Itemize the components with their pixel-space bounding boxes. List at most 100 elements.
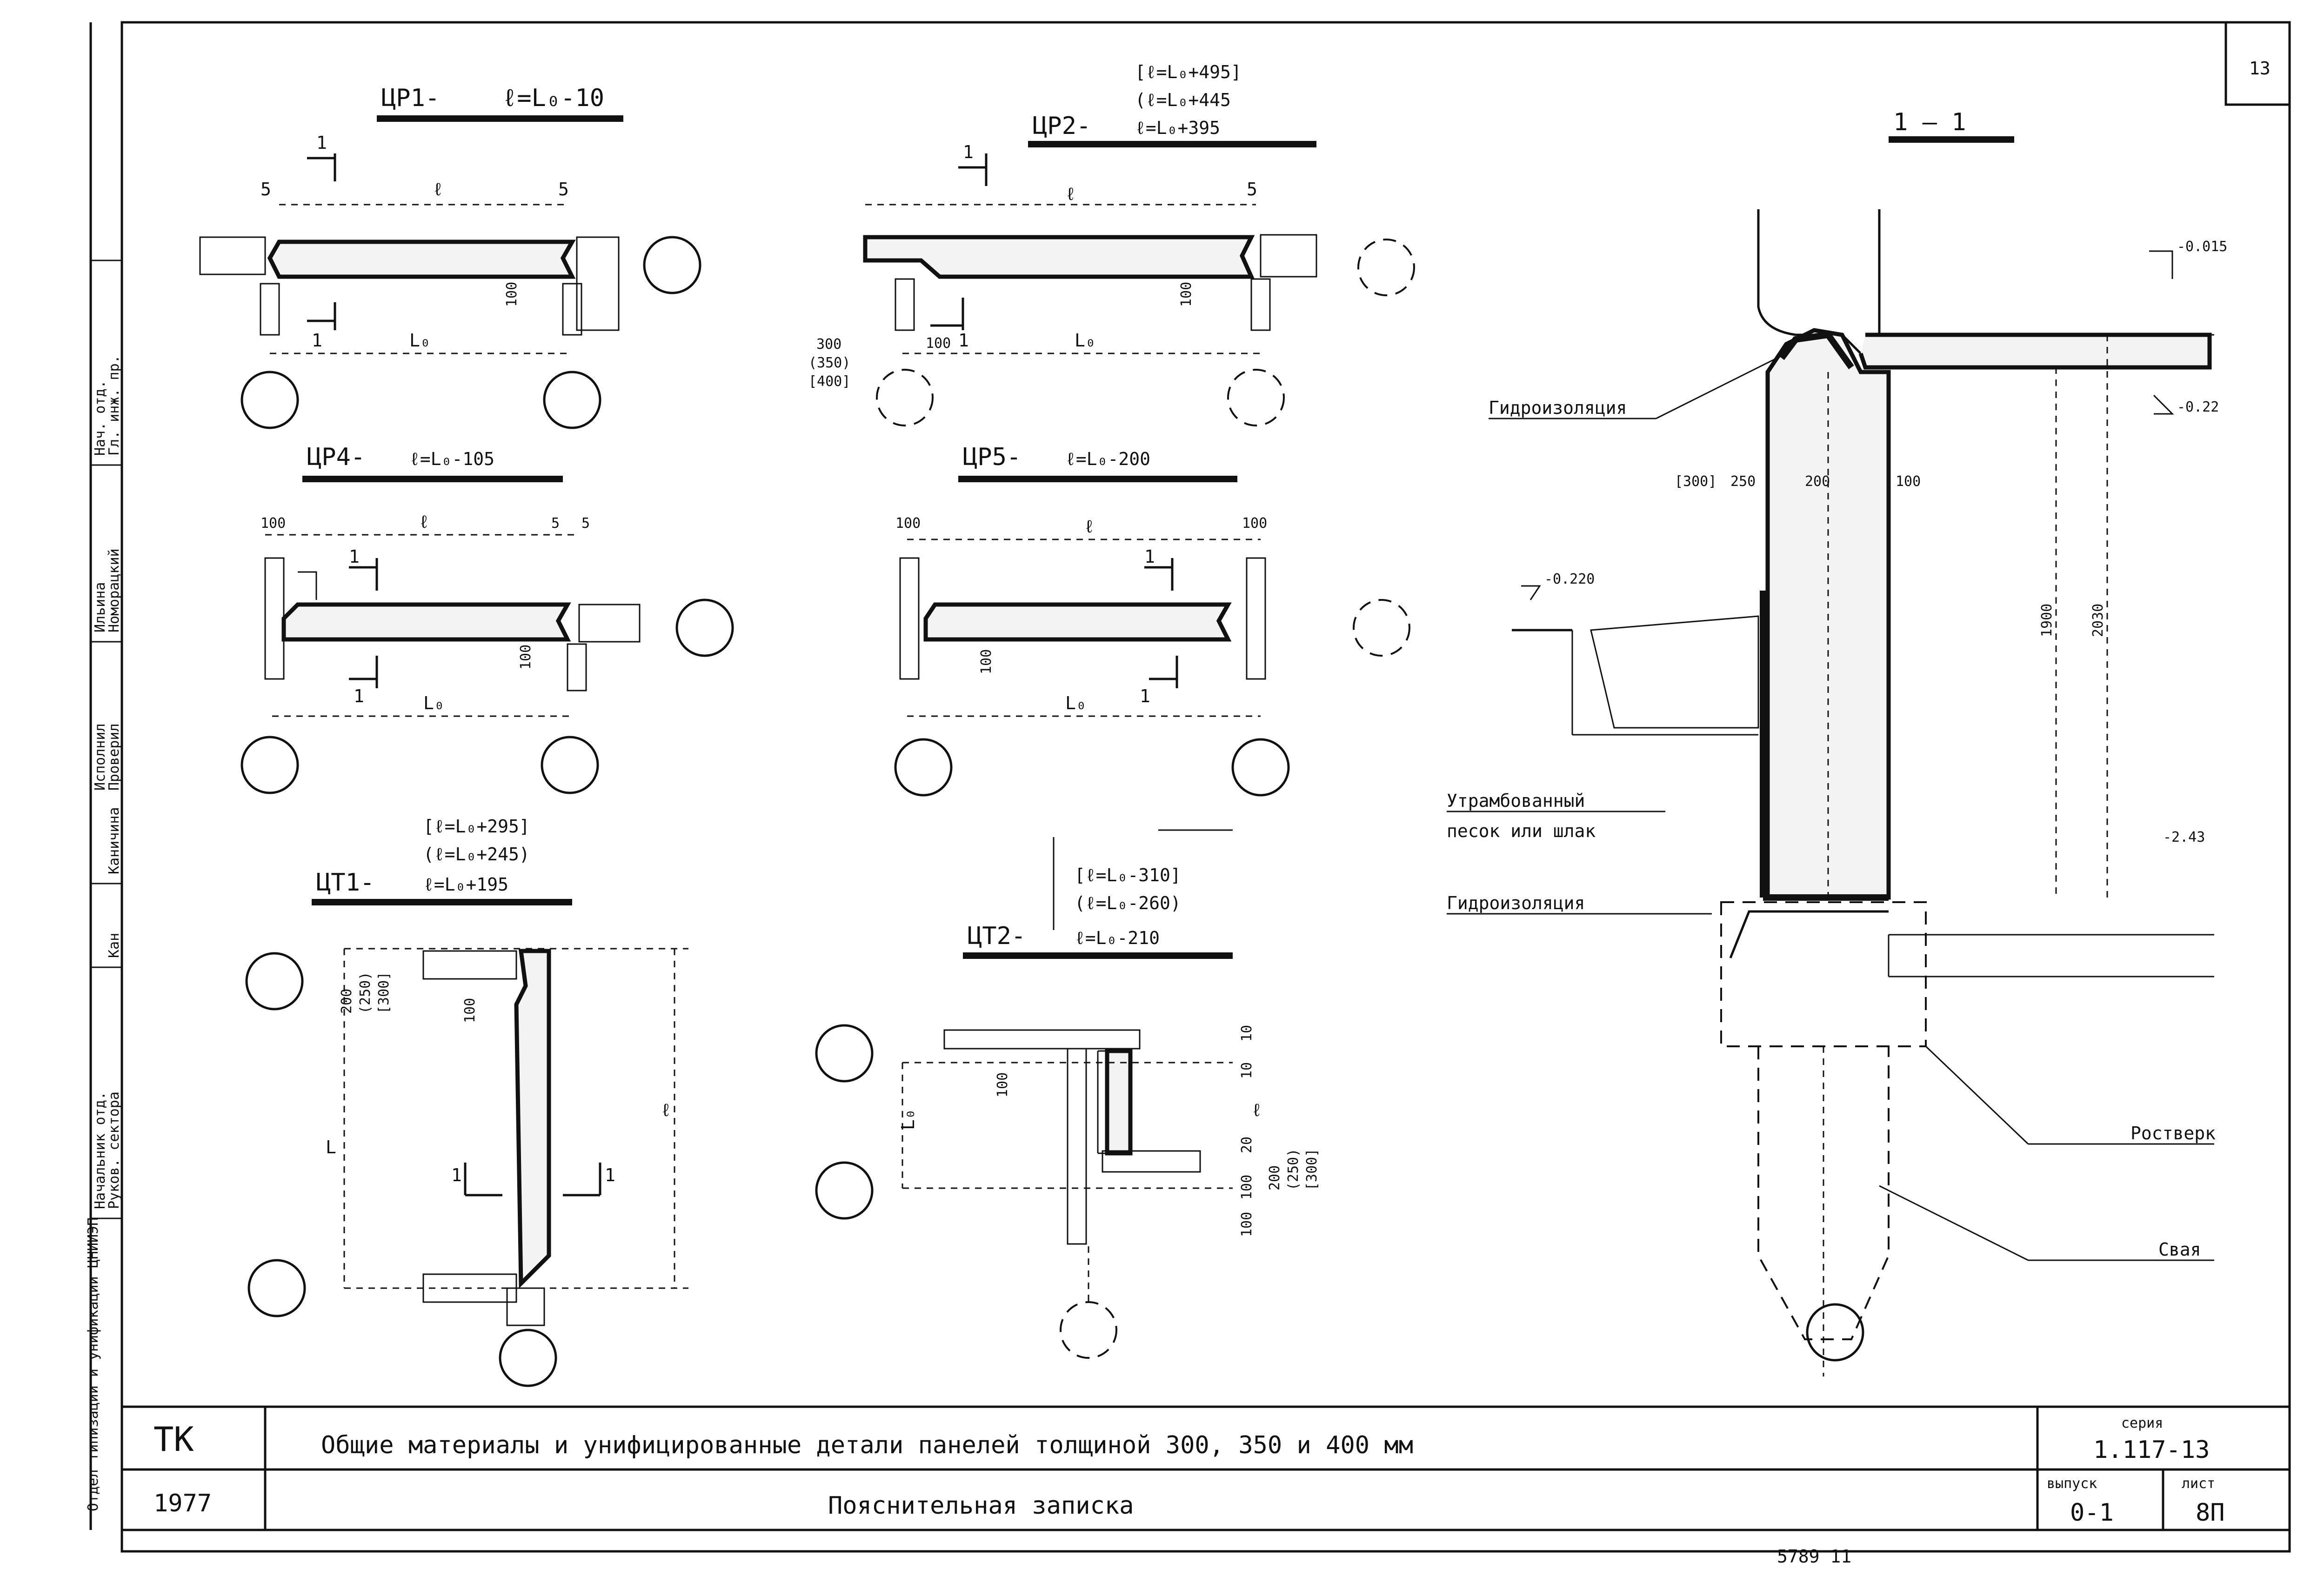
cr1-formula: ℓ=L₀-10: [502, 84, 604, 112]
axis-bubble: [1357, 239, 1415, 296]
svg-text:Гидроизоляция: Гидроизоляция: [1447, 893, 1585, 913]
svg-text:-0.015: -0.015: [2177, 239, 2227, 255]
side-stamp-name-1: Ильина: [92, 582, 108, 632]
svg-text:Утрамбованный: Утрамбованный: [1447, 791, 1585, 811]
svg-text:[ℓ=L₀+295]: [ℓ=L₀+295]: [423, 816, 530, 837]
svg-text:-2.43: -2.43: [2163, 829, 2205, 845]
svg-text:ℓ=L₀+395: ℓ=L₀+395: [1135, 118, 1220, 138]
ct1-panel: [514, 949, 551, 1289]
svg-text:100: 100: [462, 998, 478, 1023]
svg-text:1: 1: [354, 686, 364, 706]
svg-text:ℓ: ℓ: [433, 179, 443, 199]
detail-ct2: [ℓ=L₀-310] (ℓ=L₀-260) ЦТ2- ℓ=L₀-210 L₀ 1…: [815, 829, 1320, 1359]
svg-text:[ℓ=L₀+495]: [ℓ=L₀+495]: [1135, 62, 1242, 82]
svg-text:20: 20: [1239, 1137, 1255, 1153]
svg-text:ℓ=L₀-105: ℓ=L₀-105: [409, 449, 494, 469]
svg-text:1: 1: [605, 1165, 615, 1185]
svg-text:200: 200: [1805, 473, 1830, 490]
cr2-panel: [863, 235, 1255, 279]
axis-bubble: [247, 1259, 306, 1317]
sheet-value: 8П: [2196, 1499, 2225, 1527]
code-label: ТК: [154, 1420, 194, 1459]
svg-text:1: 1: [451, 1165, 462, 1185]
floor-slab: [1858, 332, 2212, 370]
svg-text:100: 100: [1896, 473, 1921, 490]
svg-text:(ℓ=L₀+245): (ℓ=L₀+245): [423, 844, 530, 864]
axis-bubble: [675, 598, 734, 657]
svg-text:L₀: L₀: [1075, 330, 1096, 351]
svg-text:250: 250: [1730, 473, 1756, 490]
axis-bubble: [894, 738, 953, 797]
title-main: Общие материалы и унифицированные детали…: [321, 1431, 1413, 1459]
series-value: 1.117-13: [2093, 1436, 2210, 1464]
axis-bubble: [876, 369, 934, 426]
svg-text:ЦР5-: ЦР5-: [963, 443, 1021, 471]
svg-text:ℓ: ℓ: [419, 512, 429, 532]
side-stamp: Нач. отд. Гл. инж. пр. Исполнил Проверил…: [85, 259, 122, 1511]
svg-text:L: L: [326, 1137, 336, 1157]
side-stamp-row-4: Проверил: [106, 724, 122, 791]
svg-text:100: 100: [504, 282, 520, 307]
svg-text:ℓ: ℓ: [1084, 516, 1095, 537]
title-block: ТК 1977 Общие материалы и унифицированны…: [122, 1405, 2290, 1531]
axis-bubble: [541, 736, 599, 794]
svg-text:ℓ=L₀+195: ℓ=L₀+195: [423, 874, 508, 895]
side-stamp-name-2: Номорацкий: [106, 548, 122, 632]
sheet-number-box: [2224, 22, 2290, 106]
axis-bubble: [1353, 599, 1410, 657]
svg-text:Свая: Свая: [2158, 1239, 2201, 1260]
svg-text:[300]: [300]: [376, 972, 392, 1014]
axis-bubble: [245, 952, 304, 1011]
svg-text:1: 1: [1144, 546, 1155, 567]
svg-text:1900: 1900: [2039, 604, 2055, 637]
detail-ct1: [ℓ=L₀+295] (ℓ=L₀+245) ЦТ1- ℓ=L₀+195 ℓ L …: [245, 816, 688, 1387]
side-stamp-org: Отдел типизации и унификации ЦНИИЭП: [85, 1217, 101, 1511]
svg-text:ЦР4-: ЦР4-: [307, 443, 365, 471]
section-1-1: 1 — 1 -0.015 -0.22 [300] 250 200 100 190…: [1447, 108, 2227, 1377]
svg-text:(ℓ=L₀-260): (ℓ=L₀-260): [1075, 893, 1181, 913]
svg-text:Гидроизоляция: Гидроизоляция: [1489, 398, 1627, 418]
section-title: 1 — 1: [1893, 108, 1966, 136]
svg-text:5: 5: [558, 179, 569, 199]
svg-text:1: 1: [312, 330, 322, 351]
bottom-note: 5789 11: [1777, 1546, 1851, 1567]
svg-text:100: 100: [1239, 1175, 1255, 1200]
svg-text:1: 1: [958, 330, 969, 351]
svg-text:(250): (250): [1285, 1149, 1302, 1190]
svg-text:[ℓ=L₀-310]: [ℓ=L₀-310]: [1075, 865, 1181, 885]
svg-text:(250): (250): [357, 972, 374, 1014]
svg-text:100: 100: [518, 645, 534, 670]
axis-bubble: [1227, 369, 1285, 426]
svg-text:1: 1: [349, 546, 360, 567]
svg-text:5: 5: [581, 515, 590, 532]
svg-text:300: 300: [816, 336, 841, 352]
side-stamp-row-6: Руков. сектора: [106, 1091, 122, 1209]
title-sub: Пояснительная записка: [828, 1492, 1134, 1520]
axis-bubble: [1806, 1303, 1864, 1362]
axis-bubble: [643, 236, 701, 294]
cr1-label: ЦР1-: [381, 84, 440, 112]
svg-text:ℓ: ℓ: [661, 1100, 671, 1120]
svg-text:1: 1: [963, 142, 974, 162]
svg-text:ℓ=L₀-200: ℓ=L₀-200: [1065, 449, 1150, 469]
side-stamp-row-1: Нач. отд.: [92, 380, 108, 456]
series-label: серия: [2121, 1415, 2163, 1431]
svg-text:200: 200: [339, 989, 355, 1014]
side-stamp-row-3: Исполнил: [92, 724, 108, 791]
svg-text:[400]: [400]: [808, 373, 850, 390]
detail-cr2: [ℓ=L₀+495] (ℓ=L₀+445 ЦР2- ℓ=L₀+395 1 ℓ 5…: [808, 62, 1415, 426]
sheet-number: 13: [2249, 58, 2271, 79]
svg-text:100: 100: [1239, 1212, 1255, 1237]
axis-bubble: [1231, 738, 1290, 797]
svg-text:100: 100: [926, 335, 951, 352]
sheet-label: лист: [2182, 1476, 2215, 1492]
svg-text:L₀: L₀: [898, 1109, 918, 1130]
svg-text:L₀: L₀: [409, 330, 431, 351]
svg-text:100: 100: [995, 1072, 1011, 1097]
svg-text:(350): (350): [808, 355, 850, 371]
svg-text:1: 1: [316, 133, 327, 153]
issue-label: выпуск: [2047, 1476, 2097, 1492]
svg-text:L₀: L₀: [1065, 693, 1087, 713]
ct2-panel: [1105, 1049, 1133, 1156]
